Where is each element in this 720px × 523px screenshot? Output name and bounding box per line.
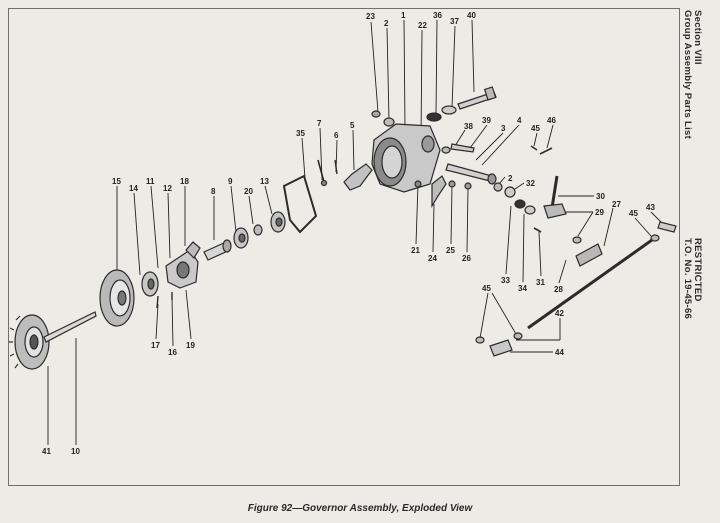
nut-part bbox=[253, 224, 263, 236]
callout-40: 40 bbox=[467, 11, 476, 20]
callout-23: 23 bbox=[366, 12, 375, 21]
arm-part bbox=[431, 175, 447, 209]
callout-1: 1 bbox=[401, 11, 406, 20]
callout-2: 2 bbox=[384, 19, 389, 28]
callout-5: 5 bbox=[350, 121, 355, 130]
callout-numbers: 23 2 1 22 36 37 40 35 7 6 5 38 39 3 4 45… bbox=[42, 11, 655, 456]
callout-32: 32 bbox=[526, 179, 535, 188]
callout-4: 4 bbox=[517, 116, 522, 125]
callout-8: 8 bbox=[211, 187, 216, 196]
page-border bbox=[8, 8, 680, 486]
callout-29: 29 bbox=[595, 208, 604, 217]
callout-16: 16 bbox=[168, 348, 177, 357]
washer-part bbox=[426, 112, 442, 122]
callout-44: 44 bbox=[555, 348, 564, 357]
figure-caption: Figure 92—Governor Assembly, Exploded Vi… bbox=[247, 503, 473, 514]
callout-33: 33 bbox=[501, 276, 510, 285]
gasket-part bbox=[282, 174, 318, 234]
callout-24: 24 bbox=[428, 254, 437, 263]
callout-45: 45 bbox=[531, 124, 540, 133]
callout-6: 6 bbox=[334, 131, 339, 140]
callout-45-right: 45 bbox=[629, 209, 638, 218]
plunger-part bbox=[203, 239, 232, 261]
callout-30: 30 bbox=[596, 192, 605, 201]
callout-9: 9 bbox=[228, 177, 233, 186]
callout-31: 31 bbox=[536, 278, 545, 287]
callout-25: 25 bbox=[446, 246, 455, 255]
callout-21: 21 bbox=[411, 246, 420, 255]
callout-43: 43 bbox=[646, 203, 655, 212]
callout-10: 10 bbox=[71, 447, 80, 456]
lever-shaft-part bbox=[445, 163, 493, 182]
spring-part bbox=[575, 243, 603, 267]
callout-18: 18 bbox=[180, 177, 189, 186]
control-lever-part bbox=[543, 175, 567, 219]
flyweight-housing-part bbox=[99, 269, 135, 327]
callout-11: 11 bbox=[146, 177, 155, 186]
callout-36: 36 bbox=[433, 11, 442, 20]
drive-gear-part bbox=[9, 314, 50, 370]
callout-34: 34 bbox=[518, 284, 527, 293]
callout-37: 37 bbox=[450, 17, 459, 26]
callout-19: 19 bbox=[186, 341, 195, 350]
callout-20: 20 bbox=[244, 187, 253, 196]
callout-12: 12 bbox=[163, 184, 172, 193]
screw-part bbox=[317, 159, 325, 183]
callout-2-lower: 2 bbox=[508, 174, 513, 183]
callout-3: 3 bbox=[501, 124, 506, 133]
callout-27: 27 bbox=[612, 200, 621, 209]
pin-part bbox=[371, 110, 381, 118]
governor-housing-part bbox=[371, 123, 441, 193]
callout-38: 38 bbox=[464, 122, 473, 131]
callout-15: 15 bbox=[112, 177, 121, 186]
callout-41: 41 bbox=[42, 447, 51, 456]
callout-22: 22 bbox=[418, 21, 427, 30]
callout-42: 42 bbox=[555, 309, 564, 318]
callout-35: 35 bbox=[296, 129, 305, 138]
governor-parts bbox=[9, 86, 677, 370]
callout-13: 13 bbox=[260, 177, 269, 186]
callout-45-bottom: 45 bbox=[482, 284, 491, 293]
lever-part bbox=[343, 163, 373, 191]
callout-26: 26 bbox=[462, 254, 471, 263]
control-rod-part bbox=[527, 238, 653, 330]
callout-46: 46 bbox=[547, 116, 556, 125]
callout-39: 39 bbox=[482, 116, 491, 125]
callout-28: 28 bbox=[554, 285, 563, 294]
rod-end-part bbox=[489, 339, 513, 357]
callout-7: 7 bbox=[317, 119, 322, 128]
leader-lines bbox=[47, 19, 664, 445]
callout-14: 14 bbox=[129, 184, 138, 193]
drive-shaft-part bbox=[43, 311, 97, 343]
flyweight-assembly-part bbox=[165, 241, 201, 289]
callout-17: 17 bbox=[151, 341, 160, 350]
